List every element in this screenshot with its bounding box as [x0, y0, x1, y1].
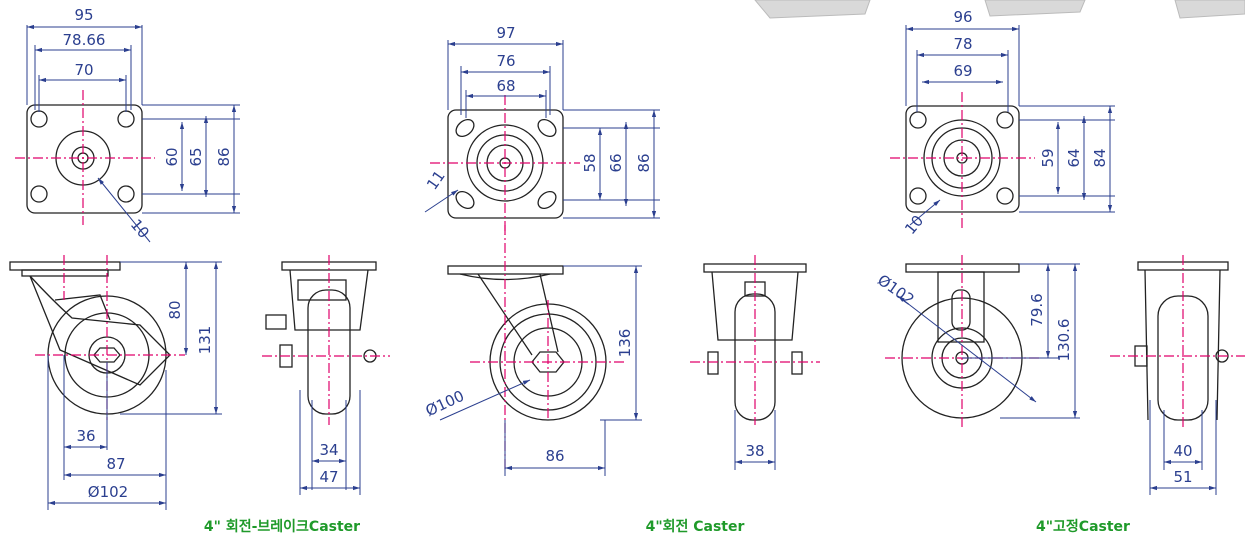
dim-front-width: 47 [319, 468, 338, 486]
caption-swivel: 4"회전 Caster [646, 518, 745, 535]
dim-mount-inner: 68 [496, 77, 515, 95]
drawing-swivel: 97 76 68 58 66 86 11 [423, 24, 820, 535]
dim-mount-inner: 69 [953, 62, 972, 80]
top-view-3: 96 78 69 59 64 84 10 [890, 8, 1115, 238]
dim-hole-pitch-1: 59 [1039, 148, 1057, 167]
dim-mount-outer: 78 [953, 35, 972, 53]
front-view-3: 40 51 [1110, 255, 1245, 495]
side-view-3: 79.6 130.6 Ø102 [874, 255, 1080, 430]
dim-hole-pitch-1: 58 [581, 153, 599, 172]
dim-hole-pitch-1: 60 [163, 147, 181, 166]
dim-wheel-span: 87 [106, 455, 125, 473]
dim-wheel-dia: Ø102 [874, 271, 917, 309]
dim-width: 97 [496, 24, 515, 42]
caption-swivel-brake: 4" 회전-브레이크Caster [204, 518, 360, 535]
dim-tread: 40 [1173, 442, 1192, 460]
front-view-2: 38 [690, 255, 820, 470]
dim-axle-height: 80 [166, 300, 184, 319]
dim-tread: 34 [319, 441, 338, 459]
dim-hole-pitch-2: 66 [607, 153, 625, 172]
dim-wheel-dia: Ø100 [423, 387, 467, 420]
dim-span: 86 [545, 447, 564, 465]
thumbnail-strip [754, 0, 1245, 19]
dim-hole-dia: 11 [423, 167, 449, 193]
dim-front-width: 51 [1173, 468, 1192, 486]
dim-tread: 38 [745, 442, 764, 460]
top-view-1: 95 78.66 70 60 65 86 10 [15, 6, 240, 243]
dim-height: 136 [616, 329, 634, 358]
drawing-fixed: 96 78 69 59 64 84 10 [874, 8, 1245, 535]
dim-plate-depth: 86 [635, 153, 653, 172]
caption-fixed: 4"고정Caster [1036, 518, 1130, 535]
front-view-1: 34 47 [262, 255, 390, 495]
dim-height: 130.6 [1055, 319, 1073, 362]
dim-axle-height: 79.6 [1028, 293, 1046, 326]
dim-width: 96 [953, 8, 972, 26]
dim-hole-dia: 10 [901, 212, 927, 238]
dim-offset: 36 [76, 427, 95, 445]
side-view-2: 136 86 Ø100 [423, 225, 642, 476]
side-view-1: 80 131 36 87 Ø102 [9, 255, 222, 510]
dim-hole-pitch-2: 64 [1065, 148, 1083, 167]
dim-width: 95 [74, 6, 93, 24]
dim-mount-outer: 78.66 [63, 31, 106, 49]
dim-plate-depth: 86 [215, 147, 233, 166]
drawing-swivel-brake: 95 78.66 70 60 65 86 10 [9, 6, 390, 535]
dim-wheel-dia: Ø102 [88, 483, 128, 501]
top-view-2: 97 76 68 58 66 86 11 [423, 24, 660, 235]
dim-hole-dia: 10 [127, 216, 153, 242]
dim-hole-pitch-2: 65 [187, 147, 205, 166]
dim-mount-outer: 76 [496, 52, 515, 70]
dim-mount-inner: 70 [74, 61, 93, 79]
dim-height: 131 [196, 326, 214, 355]
dim-plate-depth: 84 [1091, 148, 1109, 167]
